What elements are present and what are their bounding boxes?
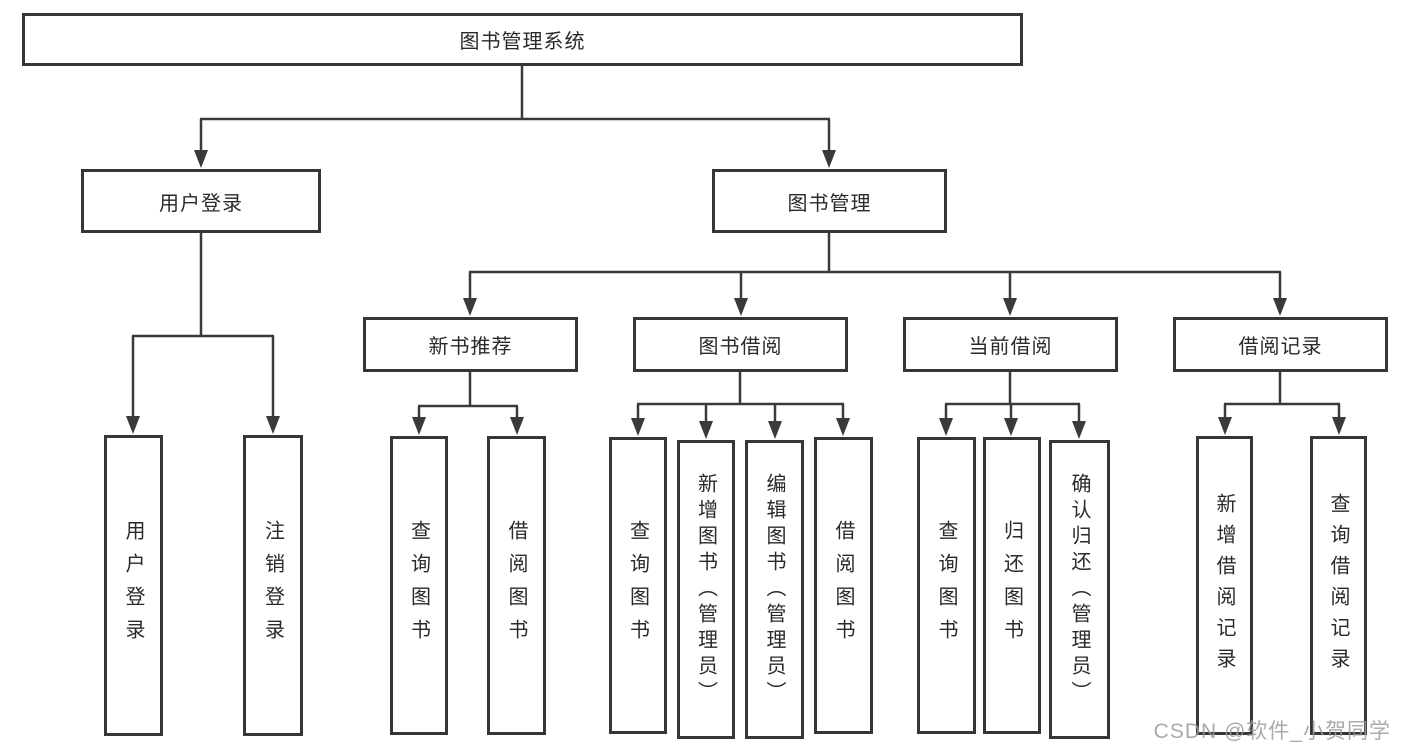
csdn-watermark: CSDN @软件_小贺同学 [1153, 720, 1391, 743]
leaf-borrow-books-recommend: 借阅图书 [487, 436, 546, 735]
node-book-borrow: 图书借阅 [633, 317, 848, 372]
node-new-book-recommend-label: 新书推荐 [428, 336, 513, 358]
leaf-user-login: 用户登录 [104, 435, 163, 736]
leaf-edit-book-admin: 编辑图书（管理员） [745, 440, 804, 739]
leaf-confirm-return-admin: 确认归还（管理员） [1049, 440, 1110, 739]
leaf-query-borrow-record: 查询借阅记录 [1310, 436, 1367, 735]
leaf-add-borrow-record: 新增借阅记录 [1196, 436, 1253, 735]
node-book-management: 图书管理 [712, 169, 947, 233]
leaf-logout: 注销登录 [243, 435, 303, 736]
leaf-query-books-borrow: 查询图书 [609, 437, 667, 734]
node-book-management-label: 图书管理 [787, 192, 872, 215]
node-borrow-records-label: 借阅记录 [1238, 336, 1323, 358]
node-user-login: 用户登录 [81, 169, 321, 233]
node-library-system: 图书管理系统 [22, 13, 1023, 66]
node-current-borrow: 当前借阅 [903, 317, 1118, 372]
leaf-query-books-recommend: 查询图书 [390, 436, 448, 735]
leaf-return-book: 归还图书 [983, 437, 1041, 734]
node-book-borrow-label: 图书借阅 [698, 336, 783, 358]
arrowheads [126, 150, 1346, 439]
node-borrow-records: 借阅记录 [1173, 317, 1388, 372]
leaf-add-book-admin: 新增图书（管理员） [677, 440, 735, 739]
node-user-login-label: 用户登录 [159, 192, 243, 215]
node-new-book-recommend: 新书推荐 [363, 317, 578, 372]
leaf-borrow-books: 借阅图书 [814, 437, 873, 734]
node-library-system-label: 图书管理系统 [459, 31, 586, 53]
leaf-query-books-current: 查询图书 [917, 437, 976, 734]
node-current-borrow-label: 当前借阅 [968, 336, 1053, 358]
